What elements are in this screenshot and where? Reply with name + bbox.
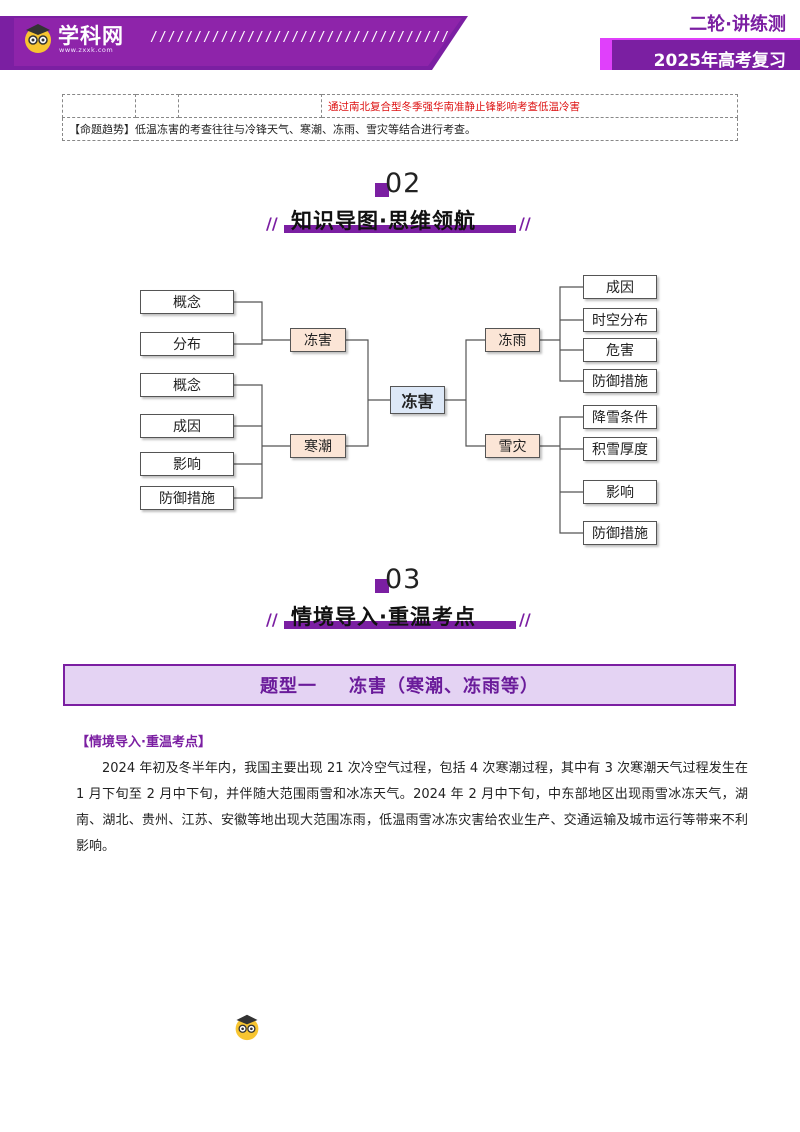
node-rain-distribution: 时空分布	[583, 308, 657, 332]
node-rain-defense: 防御措施	[583, 369, 657, 393]
question-type-title: 冻害（寒潮、冻雨等）	[349, 676, 539, 697]
node-center-freeze-disaster: 冻害	[390, 386, 445, 414]
node-snow-defense: 防御措施	[583, 521, 657, 545]
logo-text: 学科网	[58, 24, 124, 48]
section-number-marker	[375, 579, 389, 593]
table-cell	[135, 94, 179, 118]
exam-year-title: 2025年高考复习	[653, 51, 786, 71]
node-cold-wave-impact: 影响	[140, 452, 234, 476]
context-paragraph: 2024 年初及冬半年内，我国主要出现 21 次冷空气过程，包括 4 次寒潮过程…	[76, 761, 748, 854]
node-snow-conditions: 降雪条件	[583, 405, 657, 429]
table-row: 【命题趋势】低温冻害的考查往往与冷锋天气、寒潮、冻雨、雪灾等结合进行考查。	[62, 117, 738, 141]
series-title: 二轮·讲练测	[689, 14, 786, 35]
table-cell	[178, 94, 322, 118]
trend-label: 【命题趋势】	[69, 123, 135, 136]
section-number: 02	[385, 168, 422, 199]
node-snow-depth: 积雪厚度	[583, 437, 657, 461]
node-cold-wave-concept: 概念	[140, 373, 234, 397]
node-cold-wave-cause: 成因	[140, 414, 234, 438]
exam-point-cell: 通过南北复合型冬季强华南准静止锋影响考查低温冷害	[321, 94, 738, 118]
owl-mascot-icon	[235, 1014, 259, 1041]
section-title: 情境导入·重温考点	[291, 605, 476, 629]
node-freezing-rain: 冻雨	[485, 328, 540, 352]
node-snow-impact: 影响	[583, 480, 657, 504]
table-cell	[62, 94, 136, 118]
section-number: 03	[385, 564, 422, 595]
right-slash-decor: //	[519, 610, 531, 629]
decorative-slashes: //////////////////////////////////	[150, 30, 451, 45]
section-number-marker	[375, 183, 389, 197]
node-freeze-distribution: 分布	[140, 332, 234, 356]
node-cold-wave-defense: 防御措施	[140, 486, 234, 510]
exam-trend-table: 通过南北复合型冬季强华南准静止锋影响考查低温冷害 【命题趋势】低温冻害的考查往往…	[62, 94, 738, 141]
owl-mascot-icon	[25, 24, 51, 53]
node-freeze: 冻害	[290, 328, 346, 352]
node-snow-disaster: 雪灾	[485, 434, 540, 458]
right-slash-decor: //	[519, 214, 531, 233]
section-title-underline	[284, 621, 516, 629]
logo[interactable]: 学科网 www.zxxk.com	[22, 20, 132, 56]
trend-text: 低温冻害的考查往往与冷锋天气、寒潮、冻雨、雪灾等结合进行考查。	[135, 123, 476, 136]
context-heading: 【情境导入·重温考点】	[76, 735, 211, 750]
question-type-banner: 题型一 冻害（寒潮、冻雨等）	[63, 664, 736, 706]
logo-url: www.zxxk.com	[59, 46, 114, 54]
node-rain-harm: 危害	[583, 338, 657, 362]
trend-cell: 【命题趋势】低温冻害的考查往往与冷锋天气、寒潮、冻雨、雪灾等结合进行考查。	[62, 117, 738, 141]
table-row: 通过南北复合型冬季强华南准静止锋影响考查低温冷害	[62, 94, 738, 118]
question-type-label: 题型一	[260, 676, 317, 697]
node-freeze-concept: 概念	[140, 290, 234, 314]
header-band	[0, 16, 800, 70]
left-slash-decor: //	[266, 214, 278, 233]
left-slash-decor: //	[266, 610, 278, 629]
section-title-underline	[284, 225, 516, 233]
node-cold-wave: 寒潮	[290, 434, 346, 458]
node-rain-cause: 成因	[583, 275, 657, 299]
section-title: 知识导图·思维领航	[291, 209, 476, 233]
